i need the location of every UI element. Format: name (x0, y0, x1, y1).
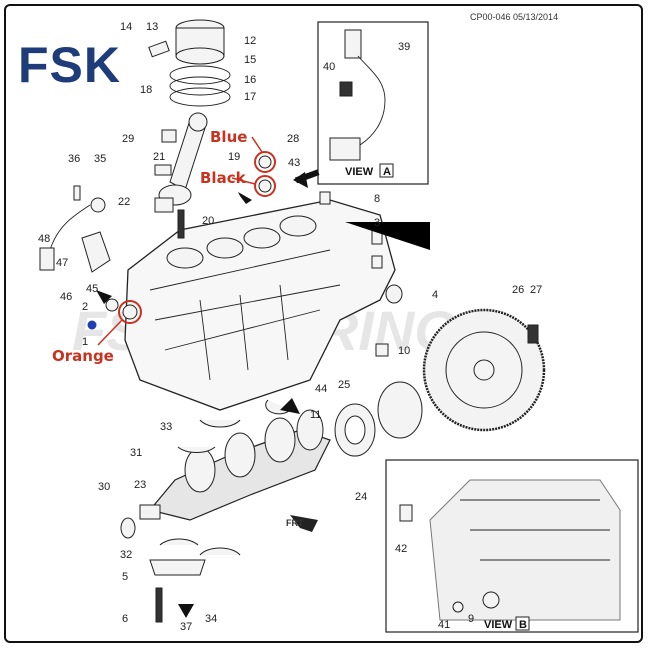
view-a-inset: VIEW A (317, 21, 429, 185)
blue-label: Blue (210, 128, 247, 146)
front-arrow-label: FRT (286, 518, 304, 528)
crankshaft (120, 409, 331, 539)
rear-seal-and-flexplate (334, 308, 546, 457)
callout-40: 40 (323, 61, 335, 73)
callout-36: 36 (68, 153, 80, 165)
callout-1: 1 (82, 336, 88, 348)
callout-10: 10 (398, 345, 410, 357)
brand-logo: FSK (18, 37, 121, 93)
oil-galley-plugs (105, 155, 272, 320)
callout-16: 16 (244, 74, 256, 86)
callout-44: 44 (315, 383, 327, 395)
callout-6: 6 (122, 613, 128, 625)
callout-13: 13 (146, 21, 158, 33)
dowel-pins (177, 191, 403, 357)
callout-11: 11 (310, 409, 321, 421)
callout-46: 46 (60, 291, 72, 303)
callout-27: 27 (530, 284, 542, 296)
callout-24: 24 (355, 491, 367, 503)
callout-19: 19 (228, 151, 240, 163)
cylinder-block (124, 199, 396, 411)
callout-31: 31 (130, 447, 142, 459)
callout-22: 22 (118, 196, 130, 208)
black-label: Black (200, 169, 247, 187)
callout-15: 15 (244, 54, 256, 66)
callout-48: 48 (38, 233, 50, 245)
callout-32: 32 (120, 549, 132, 561)
callout-26: 26 (512, 284, 524, 296)
connecting-rod (154, 112, 208, 213)
callout-17: 17 (244, 91, 256, 103)
callout-43: 43 (288, 157, 300, 169)
callout-9: 9 (468, 613, 474, 625)
callout-3: 3 (374, 217, 380, 229)
orange-label: Orange (52, 347, 114, 365)
callout-30: 30 (98, 481, 110, 493)
piston-assembly (148, 19, 231, 107)
callout-25: 25 (338, 379, 350, 391)
callout-39: 39 (398, 41, 410, 53)
callout-12: 12 (244, 35, 256, 47)
callout-8: 8 (374, 193, 380, 205)
callout-47: 47 (56, 257, 68, 269)
callout-5: 5 (122, 571, 128, 583)
callout-23: 23 (134, 479, 146, 491)
document-code: CP00-046 05/13/2014 (470, 12, 558, 22)
view-a-label: VIEW (345, 166, 374, 178)
callout-42: 42 (395, 543, 407, 555)
callout-37: 37 (180, 621, 192, 633)
callout-20: 20 (202, 215, 214, 227)
callout-41: 41 (438, 619, 450, 631)
callout-21: 21 (153, 151, 165, 163)
view-a-letter: A (383, 166, 391, 178)
view-b-inset: VIEW B (385, 459, 639, 633)
callout-33: 33 (160, 421, 172, 433)
callout-4: 4 (432, 289, 438, 301)
view-b-letter: B (519, 619, 527, 631)
callout-18: 18 (140, 84, 152, 96)
direction-arrows: FRT (96, 169, 320, 618)
callout-35: 35 (94, 153, 106, 165)
callout-29: 29 (122, 133, 134, 145)
view-b-label: VIEW (484, 619, 513, 631)
callout-45: 45 (86, 283, 98, 295)
knock-sensor (39, 185, 111, 273)
callout-28: 28 (287, 133, 299, 145)
callout-2: 2 (82, 301, 88, 313)
color-highlight-rings (97, 136, 276, 346)
callout-34: 34 (205, 613, 217, 625)
blue-marker-dot (87, 320, 97, 330)
callout-14: 14 (120, 21, 132, 33)
